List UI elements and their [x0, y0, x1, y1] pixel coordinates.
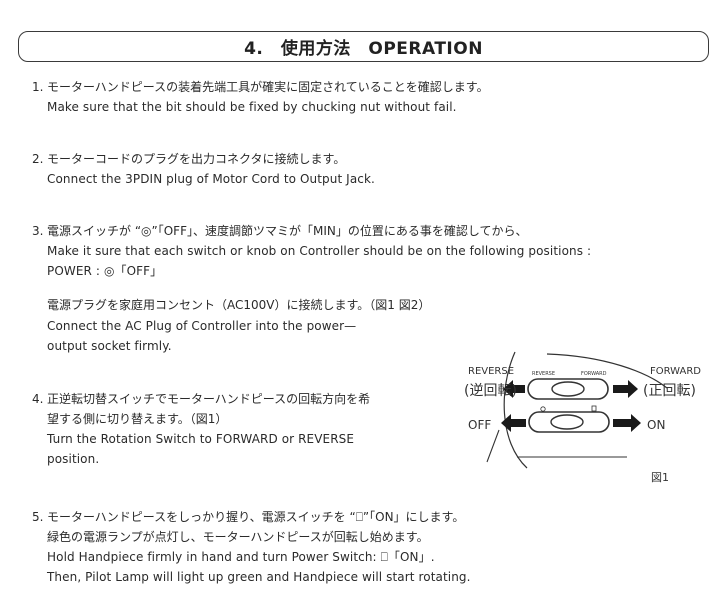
switch-forward-text: FORWARD: [581, 371, 607, 377]
step-1-number: 1.: [32, 80, 44, 94]
step-5-line-en-1: Hold Handpiece firmly in hand and turn P…: [47, 550, 435, 564]
step-4-number: 4.: [32, 392, 44, 406]
step-5-number: 5.: [32, 510, 44, 524]
step-3-number: 3.: [32, 224, 44, 238]
step-4-line-en-1: Turn the Rotation Switch to FORWARD or R…: [47, 432, 355, 446]
step-3-line-en-4: output socket firmly.: [47, 339, 172, 353]
figure-caption: 図1: [651, 471, 669, 484]
controller-edge-line: [486, 429, 500, 463]
step-2-line-en: Connect the 3PDIN plug of Motor Cord to …: [47, 172, 375, 186]
power-switch-knob: [550, 414, 584, 430]
step-3-line-jp-2: 電源プラグを家庭用コンセント（AC100V）に接続します。（図1 図2）: [47, 298, 431, 312]
controller-outline-top: [546, 353, 668, 389]
section-title: 4. 使用方法 OPERATION: [244, 39, 483, 59]
step-1-line-en: Make sure that the bit should be fixed b…: [47, 100, 457, 114]
figure-1-switch-diagram: REVERSE FORWARD REVERSE (逆回転) FORWARD (正…: [464, 351, 701, 484]
step-4-line-jp-1: 正逆転切替スイッチでモーターハンドピースの回転方向を希: [47, 392, 371, 406]
power-off-mark-icon: [540, 406, 546, 412]
switch-reverse-text: REVERSE: [532, 371, 555, 377]
forward-label: FORWARD: [650, 366, 701, 377]
step-1-line-jp: モーターハンドピースの装着先端工具が確実に固定されていることを確認します。: [47, 80, 489, 94]
reverse-jp-label: (逆回転): [464, 383, 517, 399]
step-4-line-en-2: position.: [47, 452, 100, 466]
step-3-line-en-1: Make it sure that each switch or knob on…: [47, 244, 592, 258]
step-3-line-jp-1: 電源スイッチが “◎”「OFF」、速度調節ツマミが「MIN」の位置にある事を確認…: [47, 224, 528, 238]
step-4-line-jp-2: 望する側に切り替えます。（図1）: [47, 412, 228, 426]
off-label: OFF: [468, 418, 491, 432]
reverse-label: REVERSE: [468, 366, 514, 377]
step-3-line-en-3: Connect the AC Plug of Controller into t…: [47, 319, 357, 333]
step-3-line-en-2: POWER : ◎「OFF」: [47, 264, 163, 278]
on-arrow-icon: [613, 414, 641, 432]
controller-outline-left: [503, 351, 528, 469]
step-5-line-jp-2: 緑色の電源ランプが点灯し、モーターハンドピースが回転し始めます。: [47, 530, 429, 544]
rotation-switch-knob: [551, 381, 585, 397]
forward-jp-label: (正回転): [643, 383, 696, 399]
on-label: ON: [647, 418, 665, 432]
reverse-arrow-icon: [503, 380, 525, 398]
step-2-line-jp: モーターコードのプラグを出力コネクタに接続します。: [47, 152, 346, 166]
step-5-line-en-2: Then, Pilot Lamp will light up green and…: [47, 570, 471, 584]
off-arrow-icon: [501, 414, 526, 432]
section-header: 4. 使用方法 OPERATION: [18, 31, 709, 62]
forward-arrow-icon: [613, 380, 638, 398]
power-on-mark-icon: [591, 405, 597, 412]
step-2-number: 2.: [32, 152, 44, 166]
step-5-line-jp-1: モーターハンドピースをしっかり握り、電源スイッチを “⎕”「ON」にします。: [47, 510, 465, 524]
